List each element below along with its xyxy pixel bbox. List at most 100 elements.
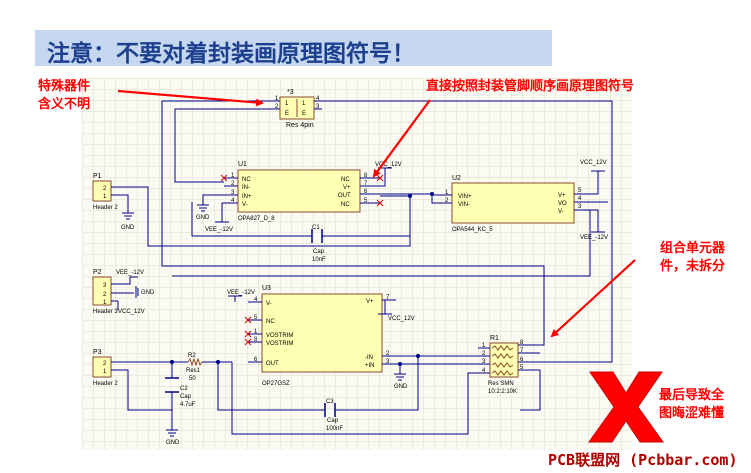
u1-pin-label: V+ bbox=[343, 185, 351, 191]
note-line: 含义不明 bbox=[38, 97, 91, 112]
u1-pin: 3 bbox=[231, 190, 235, 196]
title-banner: 注意：不要对着封装画原理图符号！ bbox=[35, 30, 552, 67]
u1-pin-label: NC bbox=[341, 177, 350, 183]
note-special-part: 特殊器件 含义不明 bbox=[38, 78, 90, 114]
u1-pin: 6 bbox=[364, 189, 368, 195]
u1-ref: U1 bbox=[238, 161, 247, 168]
r3-pin-label: E bbox=[302, 111, 306, 117]
u3-gnd: GND bbox=[394, 384, 408, 390]
c1-value: 10nF bbox=[312, 257, 326, 263]
r1-pin: 4 bbox=[482, 368, 486, 374]
note-combined-unit: 组合单元器 件，未拆分 bbox=[660, 240, 725, 276]
p2-ref: P2 bbox=[93, 269, 102, 276]
u3-vee: VEE_-12V bbox=[227, 290, 255, 296]
component-u1: U1 OPA827_D_8 NC IN- IN+ V- NC V+ OUT NC… bbox=[196, 161, 402, 233]
component-c1: C1 Cap 10nF bbox=[311, 225, 326, 263]
u2-pin-label: V- bbox=[558, 209, 564, 215]
r3-pin-label: E bbox=[285, 111, 289, 117]
r1-name: Res SMN bbox=[488, 381, 514, 387]
p2-vee: VEE_-12V bbox=[116, 270, 144, 276]
u3-pin-label: +IN bbox=[365, 363, 375, 369]
banner-title: 注意：不要对着封装画原理图符号！ bbox=[47, 41, 415, 67]
u3-pin-label: -IN bbox=[365, 355, 373, 361]
component-u2: U2 OPA544_KC_5 VIN+ VIN- V+ VO V- 1 2 5 … bbox=[440, 160, 608, 241]
p2-name: Header 3 bbox=[93, 309, 118, 315]
u2-pin-label: VO bbox=[558, 201, 567, 207]
u3-pin: 5 bbox=[254, 315, 258, 321]
u3-pin-label: V+ bbox=[366, 299, 374, 305]
r3-pin-label: 1 bbox=[285, 101, 289, 107]
u1-pin-label: OUT bbox=[338, 193, 351, 199]
u2-vcc: VCC_12V bbox=[580, 160, 607, 166]
r3-pin: 4 bbox=[316, 96, 320, 102]
u3-ref: U3 bbox=[262, 285, 271, 292]
r1-value: 10:2:2:10K bbox=[488, 389, 517, 395]
u1-pin: 4 bbox=[231, 198, 235, 204]
u1-pin: 8 bbox=[364, 173, 368, 179]
c2-gnd: GND bbox=[166, 440, 180, 446]
u1-pin-label: V- bbox=[242, 202, 248, 208]
u1-pin: 2 bbox=[231, 181, 235, 187]
ground-icon bbox=[197, 204, 209, 212]
c1-name: Cap bbox=[313, 249, 325, 255]
u2-pin: 1 bbox=[445, 190, 449, 196]
c2-name: Cap bbox=[180, 394, 192, 400]
component-c2: C2 Cap 4.7uF GND bbox=[165, 377, 196, 446]
u2-pin: 5 bbox=[578, 188, 582, 194]
c1-ref: C1 bbox=[312, 225, 320, 231]
note-line: 件，未拆分 bbox=[660, 259, 726, 274]
u1-gnd: GND bbox=[196, 215, 210, 221]
c2-value: 4.7uF bbox=[180, 402, 196, 408]
u3-pin: 6 bbox=[254, 357, 258, 363]
u2-pin-label: VIN+ bbox=[458, 194, 472, 200]
u3-pin-label: V- bbox=[266, 301, 272, 307]
u2-ref: U2 bbox=[452, 175, 461, 182]
r1-pin: 6 bbox=[520, 357, 524, 363]
u3-pin: 7 bbox=[386, 295, 390, 301]
annotation-arrows bbox=[117, 89, 636, 338]
u3-pin: 3 bbox=[386, 359, 390, 365]
u3-pin-label: VOSTRIM bbox=[266, 333, 293, 339]
u3-pin-label: VOSTRIM bbox=[266, 341, 293, 347]
component-u3: U3 OP27GSZ V- NC VOSTRIM VOSTRIM OUT V+ … bbox=[227, 285, 415, 390]
r1-pin: 7 bbox=[520, 348, 524, 354]
r2-ref: R2 bbox=[188, 353, 196, 359]
r1-pin: 2 bbox=[482, 351, 486, 357]
component-p2: P2 Header 3 3 2 1 VEE_-12V VCC_12V GND bbox=[92, 269, 155, 315]
p3-pin: 2 bbox=[103, 361, 107, 367]
r2-name: Res1 bbox=[186, 368, 201, 374]
p1-pin: 1 bbox=[103, 194, 107, 200]
u1-pin-label: IN+ bbox=[242, 194, 252, 200]
wires bbox=[117, 100, 613, 435]
p3-ref: P3 bbox=[93, 349, 102, 356]
u3-pin-label: NC bbox=[266, 319, 275, 325]
note-conclusion: 最后导致全 图晦涩难懂 bbox=[659, 387, 724, 423]
u2-name: OPA544_KC_5 bbox=[452, 227, 493, 233]
r3-name: Res 4pin bbox=[286, 122, 314, 129]
r3-pin: 1 bbox=[275, 96, 279, 102]
component-c3: C3 Cap 100nF bbox=[324, 399, 343, 432]
u1-pin-label: NC bbox=[242, 177, 251, 183]
u2-pin-label: V+ bbox=[558, 193, 566, 199]
u1-pin: 1 bbox=[231, 173, 235, 179]
r1-ref: R1 bbox=[490, 335, 499, 342]
r3-pin-label: 1 bbox=[302, 101, 306, 107]
u3-pin: 2 bbox=[386, 351, 390, 357]
u1-name: OPA827_D_8 bbox=[238, 216, 275, 222]
ground-icon bbox=[166, 429, 178, 437]
u3-vcc: VCC_12V bbox=[388, 316, 415, 322]
p2-pin: 1 bbox=[103, 300, 107, 306]
r2-value: 50 bbox=[189, 376, 196, 382]
u1-vee: VEE_-12V bbox=[205, 227, 233, 233]
u3-pin: 4 bbox=[254, 297, 258, 303]
c3-name: Cap bbox=[327, 418, 339, 424]
u2-pin: 4 bbox=[578, 196, 582, 202]
r1-pin: 3 bbox=[482, 359, 486, 365]
u3-pin: 8 bbox=[254, 337, 258, 343]
u1-pin-label: IN- bbox=[242, 185, 250, 191]
u2-pin-label: VIN- bbox=[458, 202, 470, 208]
p1-gnd: GND bbox=[121, 225, 135, 231]
u1-pin: 5 bbox=[364, 198, 368, 204]
u3-pin: 1 bbox=[254, 329, 258, 335]
